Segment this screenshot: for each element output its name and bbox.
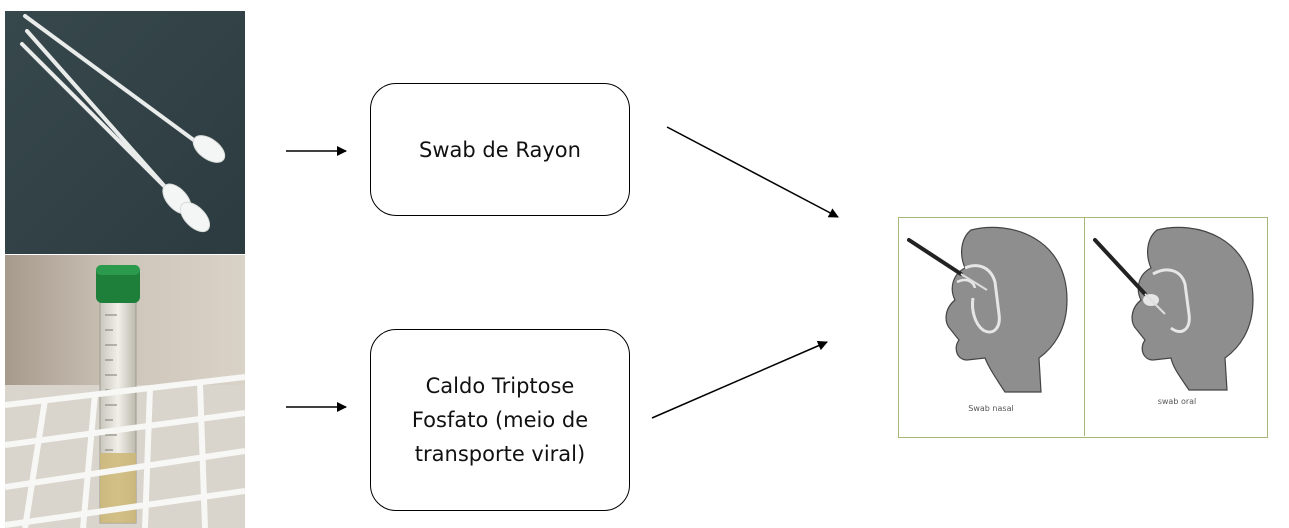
arrow-caldo-box-to-illustration [651, 340, 828, 419]
swab-rayon-label: Swab de Rayon [419, 137, 581, 162]
swab-collection-illustration: Swab nasal swab oral [898, 217, 1268, 438]
nasal-swab-head-icon [907, 226, 1068, 393]
caldo-triptose-label: Caldo Triptose Fosfato (meio de transpor… [411, 374, 589, 466]
oral-swab-head-icon [1093, 226, 1254, 391]
tube-photo [5, 255, 245, 528]
nasal-swab-panel: Swab nasal [899, 218, 1083, 436]
swab-rayon-box: Swab de Rayon [370, 83, 630, 216]
swabs-photo [5, 11, 245, 254]
oral-swab-caption: swab oral [1157, 397, 1197, 406]
nasal-swab-caption: Swab nasal [968, 404, 1014, 413]
caldo-triptose-box: Caldo Triptose Fosfato (meio de transpor… [370, 329, 630, 511]
arrow-swab-box-to-illustration [666, 126, 839, 218]
oral-swab-panel: swab oral [1084, 218, 1269, 436]
